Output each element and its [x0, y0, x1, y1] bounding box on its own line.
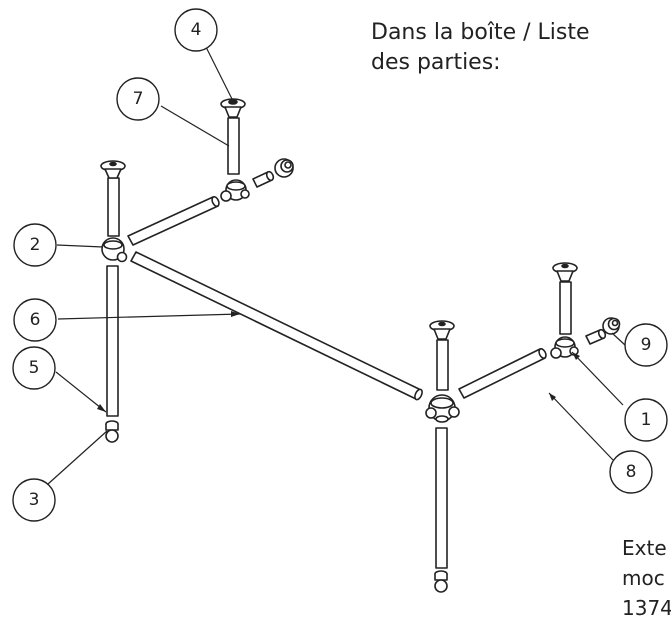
upper-post: [220, 98, 246, 175]
callout-circle-7: [116, 77, 160, 121]
leader-4: [205, 46, 233, 100]
right-top-post: [552, 262, 578, 335]
callout-3: 3: [29, 490, 40, 510]
callout-circle-2: [13, 223, 57, 267]
upper-pin: [252, 170, 275, 188]
right-short-tube: [458, 348, 547, 399]
parts-list-heading: Dans la boîte / Liste des parties:: [371, 18, 671, 78]
arrowhead-8: [549, 393, 556, 401]
callout-circle-8: [609, 450, 653, 494]
leader-5: [55, 371, 107, 413]
leader-7: [160, 105, 230, 147]
center-top-post: [429, 320, 455, 391]
upper-end-cap: [274, 158, 294, 178]
note-line-1: Exte: [622, 536, 667, 560]
upper-short-tube: [127, 195, 220, 246]
heading-line-1: Dans la boîte / Liste: [371, 20, 590, 45]
note-line-2: moc: [622, 566, 665, 590]
callout-circle-5: [12, 346, 56, 390]
center-foot: [434, 570, 448, 593]
callout-circle-9: [624, 323, 668, 367]
left-long-tube: [106, 265, 119, 417]
callout-4: 4: [191, 20, 202, 40]
callout-1: 1: [641, 410, 652, 430]
arrowhead-6: [231, 311, 240, 317]
leader-6: [57, 313, 241, 320]
leader-2: [56, 244, 104, 248]
left-foot: [105, 420, 119, 443]
leader-1: [571, 351, 624, 406]
leader-9: [611, 332, 626, 346]
callout-circle-3: [12, 478, 56, 522]
center-lower-tube: [435, 427, 448, 569]
callout-7: 7: [133, 89, 144, 109]
arrowhead-5: [97, 404, 106, 412]
callout-8: 8: [626, 462, 637, 482]
callout-6: 6: [30, 310, 41, 330]
left-top-post: [100, 160, 126, 237]
exploded-frame-diagram: 4 7 2 6 5 3 9 1 8: [12, 8, 668, 593]
upper-connector: [220, 179, 250, 202]
left-connector: [101, 237, 128, 263]
callout-2: 2: [30, 235, 41, 255]
right-end-cap: [602, 317, 621, 335]
callout-circle-1: [624, 398, 668, 442]
callout-circle-4: [174, 8, 218, 52]
leader-3: [47, 430, 108, 485]
callout-9: 9: [641, 335, 652, 355]
center-hub: [425, 394, 460, 423]
callout-circle-6: [13, 298, 57, 342]
right-pin: [585, 328, 607, 345]
arrowhead-1: [572, 352, 580, 360]
heading-line-2: des parties:: [371, 50, 501, 75]
long-diagonal-tube: [130, 251, 423, 401]
callout-5: 5: [29, 358, 40, 378]
leader-8: [548, 392, 614, 461]
